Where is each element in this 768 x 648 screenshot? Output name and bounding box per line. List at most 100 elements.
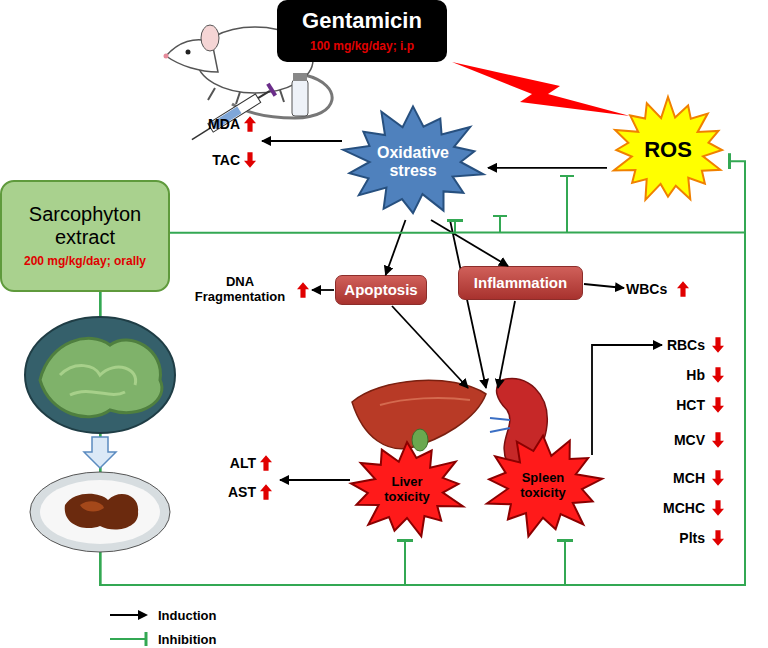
extract-box: Sarcophyton extract 200 mg/kg/day; orally (0, 180, 170, 292)
burst-shape (351, 442, 463, 536)
decrease-arrow (244, 152, 256, 167)
liver-illustration (352, 380, 486, 451)
induction-arrow (450, 220, 486, 388)
ros-burst: ROS (607, 94, 729, 206)
decrease-arrow (712, 530, 724, 545)
sample-line (110, 614, 140, 616)
node-sublabel: 200 mg/kg/day; orally (24, 253, 146, 269)
legend: InductionInhibition (108, 603, 217, 648)
liver-shine (380, 398, 470, 405)
induction-arrow (498, 301, 515, 388)
marker-label: RBCs (630, 337, 705, 353)
inhibition-tbar (560, 176, 574, 232)
syringe-rod (258, 91, 270, 98)
extract-shine (80, 501, 104, 511)
spleen-vessels (490, 418, 510, 432)
induction-arrow (392, 306, 468, 388)
induction-arrow (592, 345, 662, 455)
marker-label: DNA Fragmentation (186, 274, 294, 304)
increase-arrow (260, 484, 272, 499)
coral-shape (40, 338, 162, 416)
vial-cap (293, 73, 307, 81)
extract-blob (65, 494, 138, 530)
marker-label: Hb (630, 367, 705, 383)
decrease-arrow (712, 470, 724, 485)
marker-label: WBCs (626, 281, 674, 297)
process-box: Apoptosis (335, 275, 427, 305)
sample-tbar (145, 632, 148, 646)
marker-label: TAC (192, 152, 240, 168)
dish-rim (30, 472, 170, 552)
burst-shape (614, 97, 722, 200)
node-label: Spleen toxicity (508, 470, 578, 500)
marker-label: MCHC (630, 500, 705, 516)
sample-line (110, 638, 146, 640)
decrease-arrow (712, 397, 724, 412)
legend-sample (108, 608, 150, 622)
down-arrow (84, 437, 116, 468)
increase-arrow (677, 281, 689, 296)
syringe-needle (192, 128, 211, 140)
rat-eye (186, 50, 191, 55)
decrease-arrow (712, 337, 724, 352)
legend-item: Inhibition (108, 627, 217, 648)
node-label: Apoptosis (344, 281, 417, 299)
toxicity-burst: Liver toxicity (345, 438, 469, 540)
induction-arrow (312, 289, 334, 291)
node-label: ROS (644, 138, 692, 162)
inhibition-line (100, 292, 565, 585)
toxicity-burst: Spleen toxicity (480, 430, 606, 540)
legend-sample (108, 632, 150, 646)
legend-text: Inhibition (158, 632, 216, 647)
marker-label: HCT (630, 397, 705, 413)
inhibition-line (455, 232, 745, 234)
node-label: Gentamicin (302, 8, 422, 34)
induction-arrow (386, 220, 406, 275)
increase-arrow (260, 455, 272, 470)
sample-head (138, 610, 148, 620)
induction-arrow (280, 479, 350, 481)
process-box: Inflammation (458, 266, 583, 300)
coral-photo (25, 317, 175, 433)
node-label: Sarcophyton extract (23, 203, 148, 249)
marker-label: ALT (204, 455, 256, 471)
lightning-bolt (452, 62, 630, 116)
stress-burst: Oxidative stress (338, 104, 488, 220)
node-label: Inflammation (474, 274, 567, 292)
marker-label: AST (204, 484, 256, 500)
rat-nose (164, 54, 169, 59)
inhibition-marks (455, 176, 745, 233)
rat-ear (201, 25, 219, 51)
increase-arrow (297, 282, 309, 297)
burst-shape (487, 436, 602, 537)
syringe (188, 83, 277, 146)
legend-text: Induction (158, 608, 217, 623)
node-sublabel: 100 mg/kg/day; i.p (310, 38, 414, 54)
node-label: Liver toxicity (372, 474, 442, 504)
inhibition-line (170, 220, 455, 233)
inhibition-line (100, 161, 745, 585)
decrease-arrow (712, 500, 724, 515)
syringe-plunger (266, 83, 277, 97)
induction-arrow (431, 220, 508, 266)
gallbladder (412, 429, 428, 451)
induction-arrow (262, 140, 342, 142)
decrease-arrow (712, 432, 724, 447)
induction-arrow (584, 284, 624, 288)
vial (292, 80, 308, 116)
increase-arrow (244, 116, 256, 131)
induction-arrow (488, 167, 607, 169)
photo-frame (25, 317, 175, 433)
node-label: Oxidative stress (366, 144, 461, 180)
marker-label: MCH (630, 470, 705, 486)
photo-background (25, 317, 175, 433)
coral-folds (60, 366, 136, 395)
extract-photo (30, 472, 170, 552)
drug-box: Gentamicin 100 mg/kg/day; i.p (277, 0, 447, 62)
decrease-arrow (712, 367, 724, 382)
inhibition-line (100, 292, 405, 585)
